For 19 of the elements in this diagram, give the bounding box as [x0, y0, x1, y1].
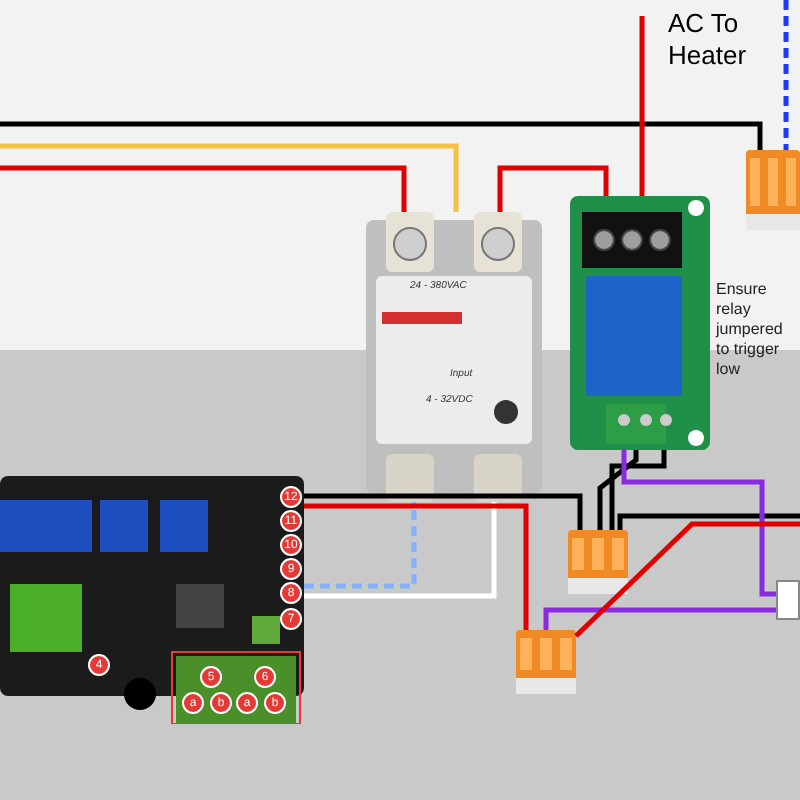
- wire: [574, 521, 800, 638]
- wire: [639, 16, 645, 196]
- wire: [0, 165, 407, 212]
- note-text: AC To Heater: [668, 8, 749, 72]
- wire: [304, 493, 583, 530]
- wire: [304, 502, 497, 599]
- wire: [617, 513, 800, 530]
- wire: [304, 502, 417, 589]
- wire: [597, 450, 639, 530]
- wire: [0, 121, 763, 150]
- wire: [621, 450, 776, 597]
- wire: [783, 0, 789, 150]
- wire: [609, 450, 667, 530]
- wire: [497, 165, 609, 212]
- wire: [304, 503, 529, 630]
- wire: [543, 607, 776, 630]
- sensor-box: [776, 580, 800, 620]
- wire: [0, 143, 459, 212]
- note-text: Ensure relay jumpered to trigger low: [716, 280, 785, 380]
